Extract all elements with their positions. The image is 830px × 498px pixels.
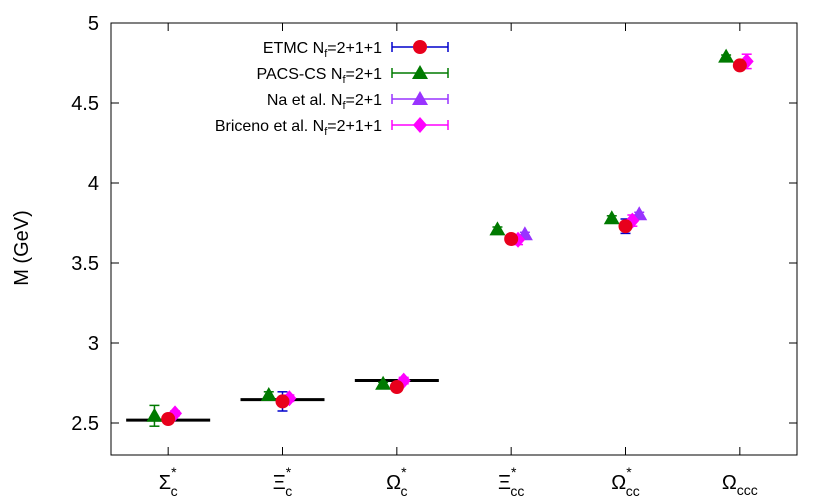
data-point xyxy=(275,394,290,409)
y-tick-labels: 2.5 3 3.5 4 4.5 5 xyxy=(71,13,99,435)
data-point xyxy=(260,387,277,401)
legend-marker xyxy=(413,40,427,54)
error-bars xyxy=(149,53,752,427)
plot-frame xyxy=(110,22,798,456)
legend-label: PACS-CS Nf=2+1 xyxy=(257,66,383,86)
y-tick-label: 3 xyxy=(88,333,99,355)
y-tick-label: 4 xyxy=(88,173,99,195)
data-markers xyxy=(146,48,754,426)
y-tick-label: 2.5 xyxy=(71,413,99,435)
data-point xyxy=(732,58,747,73)
x-tick-label: Ωccc xyxy=(722,472,758,498)
data-point xyxy=(146,407,163,422)
x-tick-labels: Σ*c Ξ*c Ω*c Ξ*cc Ω*cc Ωccc xyxy=(159,464,758,498)
x-tick-label: Ω*c xyxy=(386,464,407,498)
y-tick-label: 5 xyxy=(88,13,99,35)
x-tick-label: Σ*c xyxy=(159,464,178,498)
data-point xyxy=(161,412,176,426)
y-axis-label: M (GeV) xyxy=(11,210,33,286)
y-tick-label: 3.5 xyxy=(71,253,99,275)
x-tick-label: Ω*cc xyxy=(611,464,639,498)
legend-label: Na et al. Nf=2+1 xyxy=(267,92,382,112)
legend-marker xyxy=(412,65,428,79)
legend-label: ETMC Nf=2+1+1 xyxy=(263,40,382,60)
x-tick-label: Ξ*cc xyxy=(498,464,524,498)
legend-label: Briceno et al. Nf=2+1+1 xyxy=(215,118,382,138)
legend-marker xyxy=(412,91,428,105)
data-point xyxy=(389,380,404,394)
legend-marker xyxy=(413,117,427,133)
data-point xyxy=(375,375,392,390)
y-tick-label: 4.5 xyxy=(71,93,99,115)
x-tick-label: Ξ*c xyxy=(273,464,292,498)
data-point xyxy=(504,232,519,246)
tick-marks xyxy=(111,22,797,455)
data-point xyxy=(618,219,633,234)
data-point xyxy=(718,48,735,63)
data-point xyxy=(603,210,620,225)
data-point xyxy=(489,221,506,236)
